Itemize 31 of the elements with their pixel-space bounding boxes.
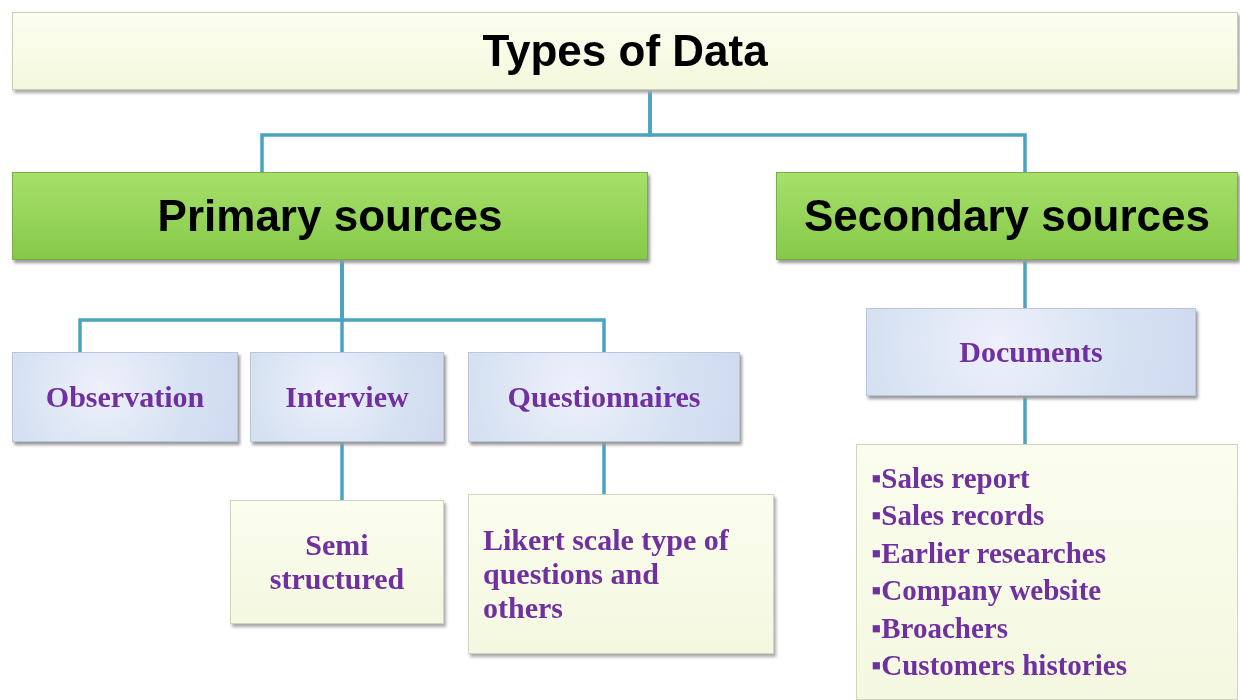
method-box [468,352,740,442]
connector-line [648,90,1027,172]
box-label: Questionnaires [507,380,701,414]
method-box [250,352,444,442]
category-box [12,172,648,260]
box-label: Secondary sources [804,191,1210,241]
method-box [866,308,1196,396]
box-label: Observation [45,380,205,414]
box-label: Likert scale type of questions and others [483,523,730,625]
box-label: Documents [959,335,1103,369]
list-item: ▪Customers histories [871,648,1127,683]
category-box [776,172,1238,260]
list-item: ▪Broachers [871,610,1008,646]
list-item: ▪Sales records [871,498,1045,533]
connector-line [340,260,606,352]
title-box [12,12,1238,90]
detail-box [468,494,774,654]
connector-line [602,442,606,494]
list-box [856,444,1238,700]
connector-line [1023,396,1027,444]
list-item: ▪Earlier researches [871,535,1106,571]
box-label: Types of Data [482,26,768,76]
box-label: Interview [285,380,409,414]
list-item: ▪Sales report [871,460,1030,496]
detail-box [230,500,444,624]
list-item: ▪Company website [871,573,1102,608]
connector-line [340,442,344,500]
connector-line [1023,260,1027,308]
method-box [12,352,238,442]
box-label: Semi structured [268,528,406,596]
box-label: Primary sources [157,191,503,241]
